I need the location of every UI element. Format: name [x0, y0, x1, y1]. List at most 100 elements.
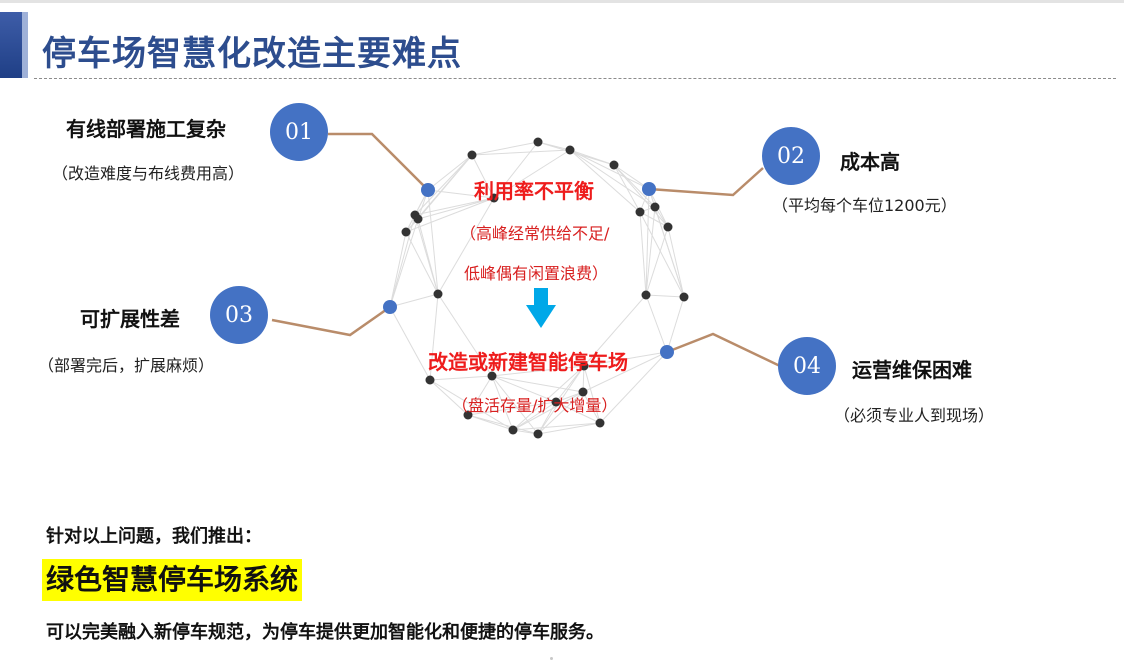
mesh-line — [491, 375, 584, 393]
mesh-line — [467, 414, 539, 435]
mesh-line — [537, 422, 601, 435]
mesh-node — [578, 387, 588, 397]
mesh-node — [508, 425, 518, 435]
mesh-line — [583, 294, 647, 367]
mesh-line — [645, 294, 685, 298]
mesh-line — [417, 218, 439, 295]
mesh-line — [569, 149, 656, 208]
mesh-node — [609, 160, 619, 170]
mesh-line — [429, 379, 469, 416]
mesh-line — [667, 226, 685, 298]
mesh-line — [471, 149, 571, 156]
mesh-node — [551, 397, 561, 407]
top-border — [0, 0, 1124, 3]
mesh-line — [613, 164, 669, 228]
mesh-line — [389, 293, 439, 308]
mesh-line — [666, 296, 685, 353]
mesh-line — [429, 293, 439, 381]
down-arrow-icon — [526, 288, 556, 328]
network-nodes — [383, 137, 689, 439]
mesh-node — [463, 410, 473, 420]
connector-03 — [271, 305, 391, 337]
connector-node — [660, 345, 674, 359]
page-indicator-dot — [550, 657, 553, 660]
difficulty-04-title: 运营维保困难 — [852, 358, 972, 382]
mesh-line — [437, 293, 493, 377]
difficulty-04-badge: 04 — [778, 337, 836, 395]
footer-intro: 针对以上问题，我们推出： — [46, 526, 262, 547]
connector-01 — [328, 132, 429, 191]
mesh-line — [389, 214, 416, 308]
mesh-node — [635, 207, 645, 217]
mesh-line — [639, 211, 685, 298]
mesh-node — [489, 193, 499, 203]
mesh-line — [512, 422, 601, 431]
mesh-line — [437, 197, 495, 295]
mesh-line — [493, 141, 539, 199]
mesh-line — [405, 231, 439, 295]
center-problem-title: 利用率不平衡 — [474, 179, 594, 203]
difficulty-01-detail: （改造难度与布线费用高） — [52, 164, 245, 183]
mesh-line — [389, 306, 431, 381]
mesh-line — [645, 188, 650, 296]
mesh-node — [487, 371, 497, 381]
mesh-line — [639, 211, 669, 228]
title-accent-bar — [0, 12, 22, 78]
mesh-node — [533, 429, 543, 439]
mesh-line — [389, 231, 407, 308]
mesh-node — [401, 227, 411, 237]
mesh-line — [654, 206, 685, 298]
connector-node — [421, 183, 435, 197]
mesh-line — [582, 351, 668, 393]
mesh-line — [569, 149, 615, 166]
mesh-line — [569, 149, 650, 190]
mesh-node — [663, 222, 673, 232]
mesh-line — [429, 379, 514, 431]
title-accent-stripe — [22, 12, 28, 78]
product-name-highlight: 绿色智慧停车场系统 — [42, 559, 303, 601]
title-divider — [34, 78, 1116, 79]
difficulty-02-title: 成本高 — [840, 150, 900, 174]
mesh-line — [471, 141, 539, 156]
mesh-node — [433, 289, 443, 299]
mesh-line — [427, 154, 473, 191]
page-title: 停车场智慧化改造主要难点 — [42, 34, 462, 74]
mesh-line — [613, 164, 656, 208]
mesh-line — [491, 375, 514, 431]
mesh-line — [417, 197, 495, 220]
mesh-line — [467, 375, 493, 416]
mesh-node — [565, 145, 575, 155]
mesh-line — [512, 401, 557, 431]
mesh-line — [512, 391, 584, 431]
center-problem-detail-2: 低峰偶有闲置浪费） — [464, 264, 609, 283]
mesh-line — [491, 375, 557, 403]
mesh-node — [533, 137, 543, 147]
center-solution-detail: （盘活存量/扩大增量） — [452, 396, 618, 415]
connector-lines — [271, 132, 781, 368]
difficulty-03-title: 可扩展性差 — [80, 307, 180, 331]
mesh-line — [599, 351, 668, 424]
difficulty-02-detail: （平均每个车位1200元） — [772, 196, 957, 215]
mesh-line — [512, 365, 585, 431]
mesh-line — [613, 164, 650, 190]
difficulty-01-badge: 01 — [270, 103, 328, 161]
mesh-line — [583, 365, 601, 424]
mesh-line — [389, 218, 419, 308]
difficulty-04-detail: （必须专业人到现场） — [834, 406, 995, 425]
mesh-line — [467, 401, 557, 416]
mesh-line — [582, 391, 601, 424]
mesh-line — [414, 154, 473, 216]
mesh-line — [427, 189, 439, 295]
mesh-line — [645, 294, 668, 353]
mesh-line — [491, 365, 585, 377]
mesh-node — [467, 150, 477, 160]
mesh-line — [613, 164, 641, 213]
difficulty-03-badge: 03 — [210, 286, 268, 344]
mesh-line — [555, 365, 585, 403]
mesh-node — [413, 214, 423, 224]
difficulty-02-badge: 02 — [762, 127, 820, 185]
mesh-line — [471, 154, 495, 199]
connector-node — [383, 300, 397, 314]
mesh-line — [569, 149, 641, 213]
